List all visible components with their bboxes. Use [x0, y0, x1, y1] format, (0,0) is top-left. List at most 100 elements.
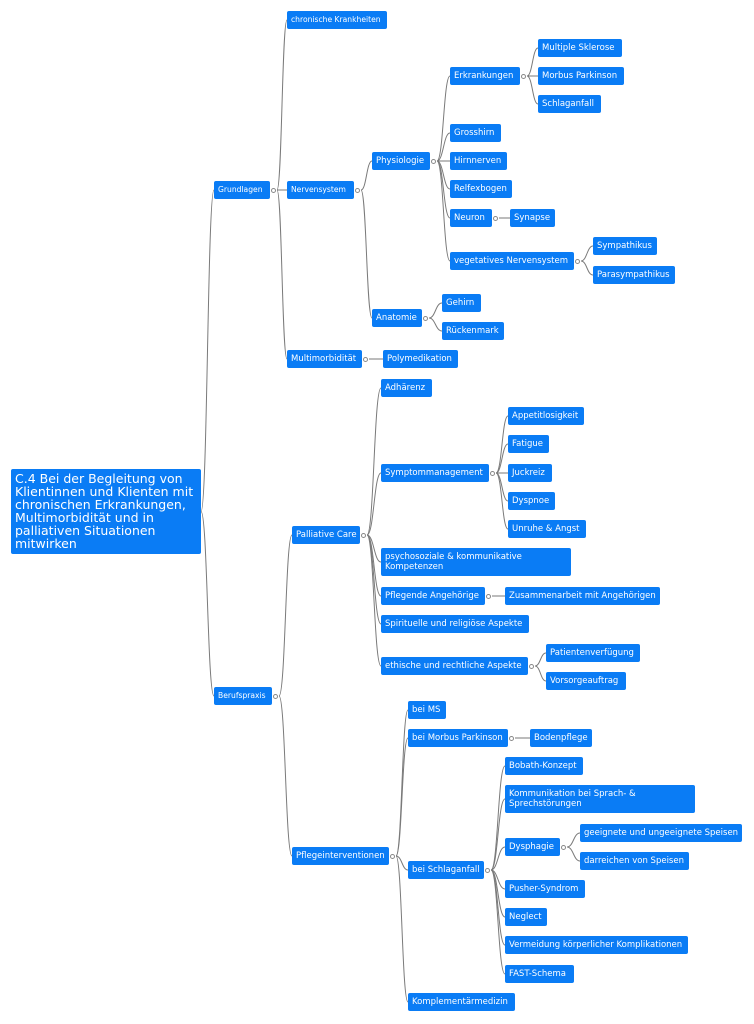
node-rueckenmark[interactable]: Rückenmark	[442, 322, 504, 340]
node-dysphagie[interactable]: Dysphagie	[505, 838, 560, 856]
connector-node-grosshirn	[436, 132, 451, 162]
collapse-toggle-icon[interactable]	[423, 315, 428, 321]
connector-node-gehirn	[428, 302, 443, 319]
node-physiologie[interactable]: Physiologie	[372, 152, 430, 170]
connector-node-bobath-konzept	[490, 765, 506, 871]
node-vorsorgeauftrag[interactable]: Vorsorgeauftrag	[546, 672, 626, 690]
collapse-toggle-icon[interactable]	[493, 215, 498, 221]
connector-node-parasympathikus	[580, 260, 594, 276]
node-palliative-care[interactable]: Palliative Care	[292, 526, 360, 544]
node-pusher-syndrom[interactable]: Pusher-Syndrom	[505, 880, 585, 898]
node-synapse[interactable]: Synapse	[510, 209, 555, 227]
node-psychosoziale-kompetenzen[interactable]: psychosoziale & kommunikative Kompetenze…	[381, 548, 571, 576]
node-anatomie[interactable]: Anatomie	[372, 309, 422, 327]
node-reflexbogen[interactable]: Relfexbogen	[450, 180, 512, 198]
connector-node-sympathikus	[580, 245, 594, 262]
node-geeignete-speisen[interactable]: geeignete und ungeeignete Speisen	[580, 824, 742, 842]
node-patientenverfuegung[interactable]: Patientenverfügung	[546, 644, 640, 662]
connector-node-erkrankungen	[436, 75, 451, 162]
node-unruhe-angst[interactable]: Unruhe & Angst	[508, 520, 586, 538]
connector-node-vegetatives-nervensystem	[436, 160, 451, 262]
node-chronische-krankheiten[interactable]: chronische Krankheiten	[287, 11, 387, 29]
connector-node-komplementaermedizin	[395, 855, 409, 1003]
connector-node-ethische-aspekte	[366, 534, 382, 667]
collapse-toggle-icon[interactable]	[431, 158, 436, 164]
node-darreichen-speisen[interactable]: darreichen von Speisen	[580, 852, 689, 870]
node-fatigue[interactable]: Fatigue	[508, 435, 549, 453]
node-juckreiz[interactable]: Juckreiz	[508, 464, 552, 482]
root-node[interactable]: C.4 Bei der Begleitung von Klientinnen u…	[11, 469, 201, 554]
node-berufspraxis[interactable]: Berufspraxis	[214, 687, 272, 705]
node-bodenpflege[interactable]: Bodenpflege	[530, 729, 592, 747]
collapse-toggle-icon[interactable]	[575, 258, 580, 264]
node-neuron[interactable]: Neuron	[450, 209, 492, 227]
connector-node-grundlagen	[200, 189, 215, 512]
node-nervensystem[interactable]: Nervensystem	[287, 181, 354, 199]
connector-node-bei-ms	[395, 709, 409, 857]
connector-node-dysphagie	[490, 846, 506, 871]
node-sympathikus[interactable]: Sympathikus	[593, 237, 657, 255]
node-bei-schlaganfall[interactable]: bei Schlaganfall	[408, 861, 484, 879]
connector-node-bei-schlaganfall	[395, 855, 409, 871]
connector-node-palliative-care	[278, 534, 293, 697]
connector-node-berufspraxis	[200, 511, 215, 697]
connector-node-multiple-sklerose	[526, 47, 539, 77]
connector-node-pflegende-angehoerige	[366, 534, 382, 597]
collapse-toggle-icon[interactable]	[509, 735, 514, 741]
node-bei-ms[interactable]: bei MS	[408, 701, 446, 719]
node-adhaerenz[interactable]: Adhärenz	[381, 379, 432, 397]
node-pflegende-angehoerige[interactable]: Pflegende Angehörige	[381, 587, 485, 605]
collapse-toggle-icon[interactable]	[529, 663, 534, 669]
connector-node-schlaganfall-erkrankung	[526, 75, 539, 105]
node-hirnnerven[interactable]: Hirnnerven	[450, 152, 507, 170]
collapse-toggle-icon[interactable]	[485, 867, 490, 873]
node-kommunikation-sprachstoerungen[interactable]: Kommunikation bei Sprach- & Sprechstörun…	[505, 785, 695, 813]
node-komplementaermedizin[interactable]: Komplementärmedizin	[408, 993, 515, 1011]
node-morbus-parkinson[interactable]: Morbus Parkinson	[538, 67, 624, 85]
collapse-toggle-icon[interactable]	[390, 853, 395, 859]
node-grundlagen[interactable]: Grundlagen	[214, 181, 270, 199]
connector-node-pflegeinterventionen	[278, 695, 293, 857]
node-multiple-sklerose[interactable]: Multiple Sklerose	[538, 39, 622, 57]
node-ethische-aspekte[interactable]: ethische und rechtliche Aspekte	[381, 657, 528, 675]
node-pflegeinterventionen[interactable]: Pflegeinterventionen	[292, 847, 389, 865]
node-bobath-konzept[interactable]: Bobath-Konzept	[505, 757, 583, 775]
connector-node-fast-schema	[490, 869, 506, 975]
connector-node-multimorbiditaet	[276, 189, 288, 360]
node-multimorbiditaet[interactable]: Multimorbidität	[287, 350, 362, 368]
collapse-toggle-icon[interactable]	[561, 844, 566, 850]
node-grosshirn[interactable]: Grosshirn	[450, 124, 501, 142]
collapse-toggle-icon[interactable]	[273, 693, 278, 699]
node-symptommanagement[interactable]: Symptommanagement	[381, 464, 489, 482]
node-vegetatives-nervensystem[interactable]: vegetatives Nervensystem	[450, 252, 574, 270]
connector-node-darreichen-speisen	[566, 846, 581, 862]
node-zusammenarbeit-angehoerige[interactable]: Zusammenarbeit mit Angehörigen	[505, 587, 660, 605]
connector-node-kommunikation-sprachstoerungen	[490, 798, 506, 871]
collapse-toggle-icon[interactable]	[271, 187, 276, 193]
connector-node-fatigue	[495, 443, 509, 474]
node-fast-schema[interactable]: FAST-Schema	[505, 965, 574, 983]
node-bei-morbus-parkinson[interactable]: bei Morbus Parkinson	[408, 729, 508, 747]
collapse-toggle-icon[interactable]	[361, 532, 366, 538]
connector-node-geeignete-speisen	[566, 832, 581, 848]
connector-node-unruhe-angst	[495, 472, 509, 530]
node-gehirn[interactable]: Gehirn	[442, 294, 481, 312]
collapse-toggle-icon[interactable]	[355, 187, 360, 193]
collapse-toggle-icon[interactable]	[363, 356, 368, 362]
node-parasympathikus[interactable]: Parasympathikus	[593, 266, 675, 284]
node-erkrankungen[interactable]: Erkrankungen	[450, 67, 520, 85]
collapse-toggle-icon[interactable]	[490, 470, 495, 476]
connector-node-patientenverfuegung	[534, 652, 547, 667]
node-appetitlosigkeit[interactable]: Appetitlosigkeit	[508, 407, 584, 425]
collapse-toggle-icon[interactable]	[486, 593, 491, 599]
node-spirituelle-aspekte[interactable]: Spirituelle und religiöse Aspekte	[381, 615, 529, 633]
node-vermeidung-komplikationen[interactable]: Vermeidung körperlicher Komplikationen	[505, 936, 688, 954]
collapse-toggle-icon[interactable]	[521, 73, 526, 79]
connector-node-symptommanagement	[366, 472, 382, 536]
node-polymedikation[interactable]: Polymedikation	[383, 350, 458, 368]
node-neglect[interactable]: Neglect	[505, 908, 547, 926]
connector-node-adhaerenz	[366, 387, 382, 536]
node-dyspnoe[interactable]: Dyspnoe	[508, 492, 555, 510]
node-schlaganfall-erkrankung[interactable]: Schlaganfall	[538, 95, 601, 113]
connector-node-vorsorgeauftrag	[534, 665, 547, 682]
